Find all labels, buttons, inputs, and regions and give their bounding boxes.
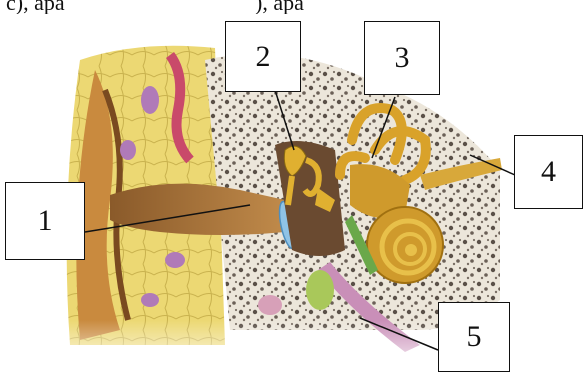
label-3: 3 (364, 21, 440, 95)
label-5: 5 (438, 302, 510, 372)
label-1: 1 (5, 182, 85, 260)
label-2: 2 (225, 21, 301, 92)
cochlea (367, 207, 443, 283)
label-4: 4 (514, 135, 583, 209)
